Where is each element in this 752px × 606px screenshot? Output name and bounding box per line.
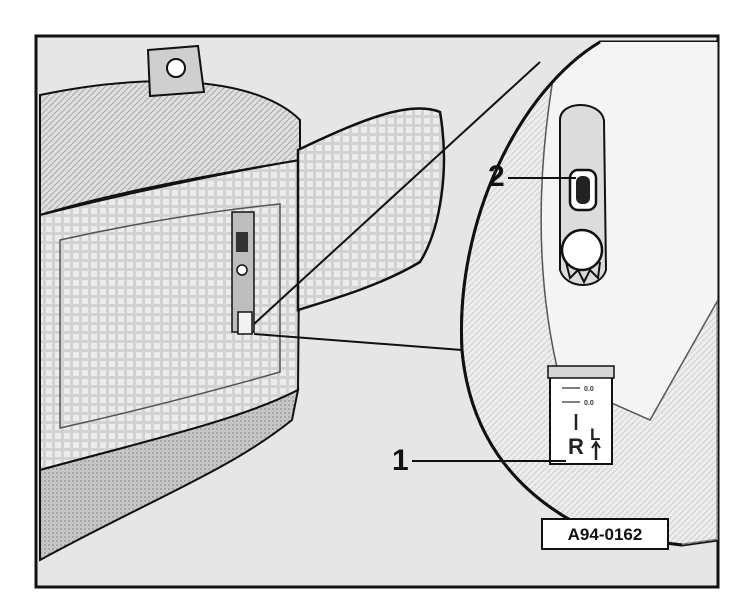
reference-code: A94-0162: [568, 525, 643, 544]
turn-signal-lens: [296, 107, 446, 312]
plate-letter-right: L: [590, 425, 600, 444]
inner-frame: [59, 203, 281, 429]
callout-1: 1: [392, 444, 566, 477]
magnifier-line-bottom: [253, 333, 463, 351]
magnifier-line-top: [253, 61, 541, 325]
callout-number-1: 1: [392, 444, 409, 477]
plate-letter-left: R: [568, 434, 584, 459]
adjuster-knob: [560, 228, 604, 272]
callout-number-2: 2: [488, 160, 505, 193]
label-plate: [549, 367, 613, 465]
callout-2: 2: [488, 160, 576, 193]
headlight-assembly: [39, 44, 302, 562]
plate-mark-2: 0.0: [584, 400, 594, 407]
reference-box: [541, 518, 669, 550]
mount-tab-hole: [166, 58, 186, 78]
adjuster-screw: [576, 176, 590, 204]
plate-mark-1: 0.0: [584, 386, 594, 393]
headlight-lower-edge: [39, 388, 300, 562]
adjuster-small: [231, 211, 255, 335]
